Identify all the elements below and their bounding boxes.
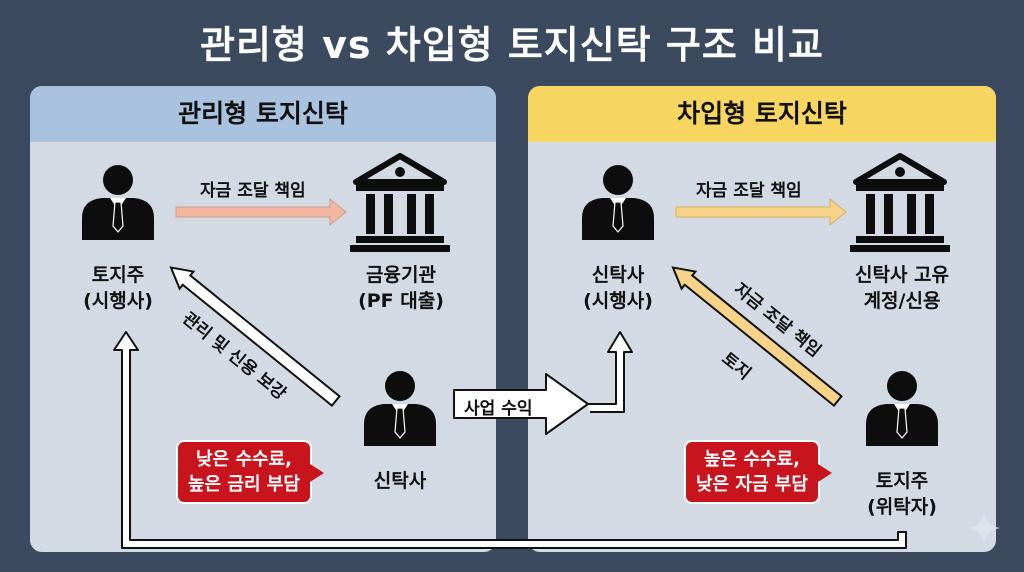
panel-header-management: 관리형 토지신탁 [30,86,496,142]
panel-header-borrowing: 차입형 토지신탁 [528,86,996,142]
landowner-left-icon [81,164,155,241]
trust-left-label: 신탁사 [373,470,427,492]
page-title: 관리형 vs 차입형 토지신탁 구조 비교 [200,23,824,67]
left-funding-arrow-label: 자금 조달 책임 [200,181,306,201]
bank-label: 금융기관 (PF 대출) [358,264,444,312]
trust-right-icon [581,164,655,241]
landowner-right-icon [865,370,939,447]
landowner-right-label: 토지주 (위탁자) [867,470,937,518]
left-callout: 낮은 수수료, 높은 금리 부담 [176,440,324,504]
right-funding-arrow-label: 자금 조달 책임 [696,181,802,201]
trust-right-label: 신탁사 (시행사) [583,264,653,312]
bank-icon [350,156,450,252]
own-account-icon [850,156,950,252]
own-account-label: 신탁사 고유 계정/신용 [854,264,949,312]
sparkle-icon [968,512,1000,544]
trust-left-icon [363,370,437,447]
landowner-left-label: 토지주 (시행사) [83,264,153,312]
right-callout: 높은 수수료, 낮은 자금 부담 [684,440,832,504]
business-profit-label: 사업 수익 [464,399,533,419]
